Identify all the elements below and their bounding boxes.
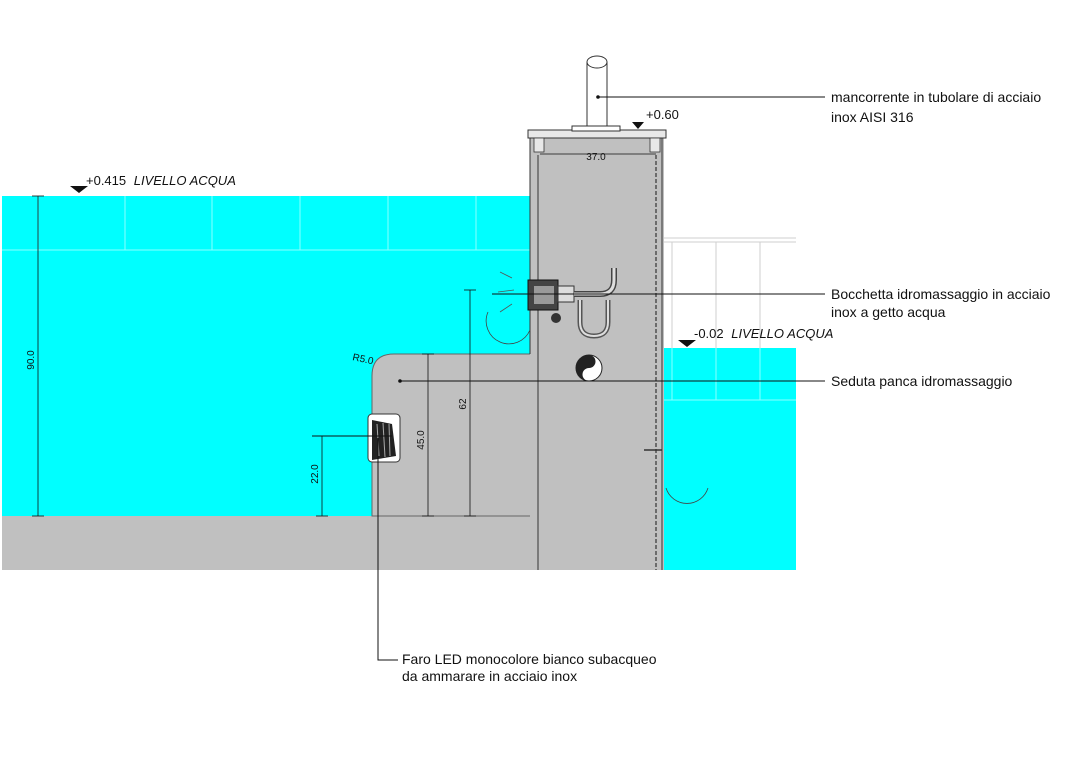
level-pool-label: +0.415 LIVELLO ACQUA	[86, 173, 236, 188]
dim-seat-height: 62	[458, 398, 469, 410]
spa-water	[664, 348, 796, 570]
seat-bench	[371, 353, 539, 517]
level-spa-value: -0.02	[694, 326, 724, 341]
callout-jet: Bocchetta idromassaggio in acciaio inox …	[831, 286, 1054, 320]
spa-tile-grid	[664, 237, 796, 348]
dim-seat-front: 45.0	[416, 430, 427, 450]
dim-water-depth: 90.0	[26, 350, 37, 370]
dim-light-height: 22.0	[310, 464, 321, 484]
callout-light: Faro LED monocolore bianco subacqueo da …	[402, 651, 660, 684]
level-top-label: +0.60	[646, 107, 679, 122]
level-spa-label: -0.02 LIVELLO ACQUA	[694, 326, 833, 341]
spa-water-grid	[664, 348, 796, 401]
level-pool-text: LIVELLO ACQUA	[134, 173, 236, 188]
leader-light-down	[377, 438, 398, 661]
level-marker-spa	[678, 340, 696, 347]
level-marker-pool	[70, 186, 88, 193]
callout-seat: Seduta panca idromassaggio	[831, 373, 1013, 389]
pool-floor	[2, 516, 538, 570]
pool-tile-grid	[2, 196, 530, 251]
level-marker-top	[632, 122, 644, 129]
handrail	[571, 55, 621, 132]
dim-radius: R5.0	[351, 352, 374, 367]
level-spa-text: LIVELLO ACQUA	[731, 326, 833, 341]
led-light	[367, 413, 401, 463]
divider-wall	[530, 134, 664, 570]
callout-handrail: mancorrente in tubolare di acciaio inox …	[831, 89, 1045, 125]
dim-wall-width: 37.0	[586, 152, 606, 163]
level-pool-value: +0.415	[86, 173, 126, 188]
